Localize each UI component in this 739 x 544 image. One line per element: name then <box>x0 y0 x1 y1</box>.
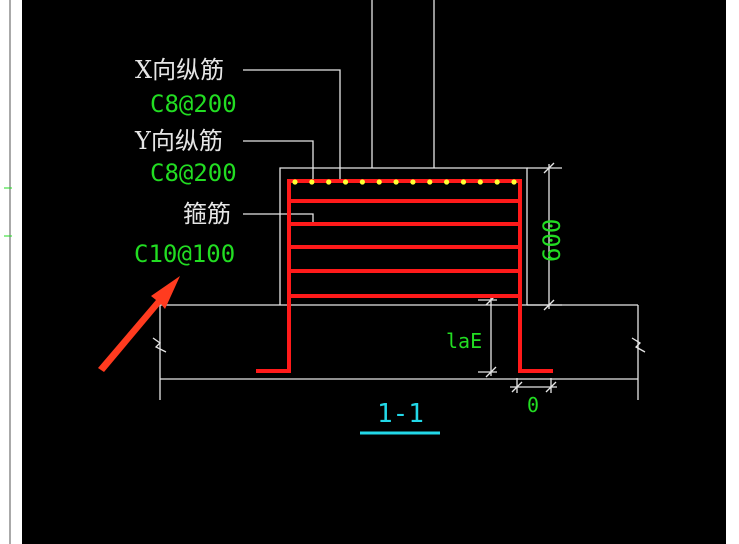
longitudinal-bar-dot <box>427 179 433 185</box>
longitudinal-bar-dot <box>309 179 315 185</box>
longitudinal-bar-dot <box>460 179 467 185</box>
rebar-group <box>256 179 553 373</box>
x-bar-label: X向纵筋 <box>135 56 225 84</box>
red-arrow-annotation <box>98 276 180 372</box>
stirrup-spec: C10@100 <box>134 240 236 268</box>
cap-outline <box>279 167 528 305</box>
longitudinal-bar-dot <box>376 179 382 185</box>
longitudinal-bar-dot <box>393 179 399 185</box>
dim-tick-top <box>543 162 555 174</box>
longitudinal-bar-dots <box>292 179 517 185</box>
main-stirrup-bar <box>256 179 553 373</box>
longitudinal-bar-dot <box>326 179 332 185</box>
stirrup-label: 箍筋 <box>183 200 231 228</box>
left-break-mark <box>152 337 167 353</box>
y-bar-leader <box>243 140 314 180</box>
right-break-mark <box>631 337 646 353</box>
stirrup-leader <box>243 213 314 222</box>
section-title: 1-1 <box>377 399 424 429</box>
height-dimension-text: 600 <box>538 218 566 262</box>
dim-zero-tick-left <box>511 381 523 393</box>
dim-zero-tick-right <box>545 381 557 393</box>
longitudinal-bar-dot <box>494 179 500 185</box>
longitudinal-bar-dot <box>477 179 483 185</box>
y-bar-label: Y向纵筋 <box>135 127 223 155</box>
concrete-outline <box>152 0 646 400</box>
longitudinal-bar-dot <box>444 179 450 185</box>
x-bar-spec: C8@200 <box>150 90 237 118</box>
longitudinal-bar-dot <box>511 179 517 185</box>
bottom-dimension-text: 0 <box>527 393 540 417</box>
y-bar-spec: C8@200 <box>150 159 237 187</box>
x-bar-leader <box>243 69 341 180</box>
longitudinal-bar-dot <box>342 179 349 185</box>
dim-lae-tick-bottom <box>485 366 497 378</box>
longitudinal-bar-dot <box>359 179 365 185</box>
longitudinal-bar-dot <box>292 179 298 185</box>
longitudinal-bar-dot <box>410 179 416 185</box>
dim-tick-bottom <box>543 299 555 311</box>
anchor-dimension-text: laE <box>446 329 483 353</box>
